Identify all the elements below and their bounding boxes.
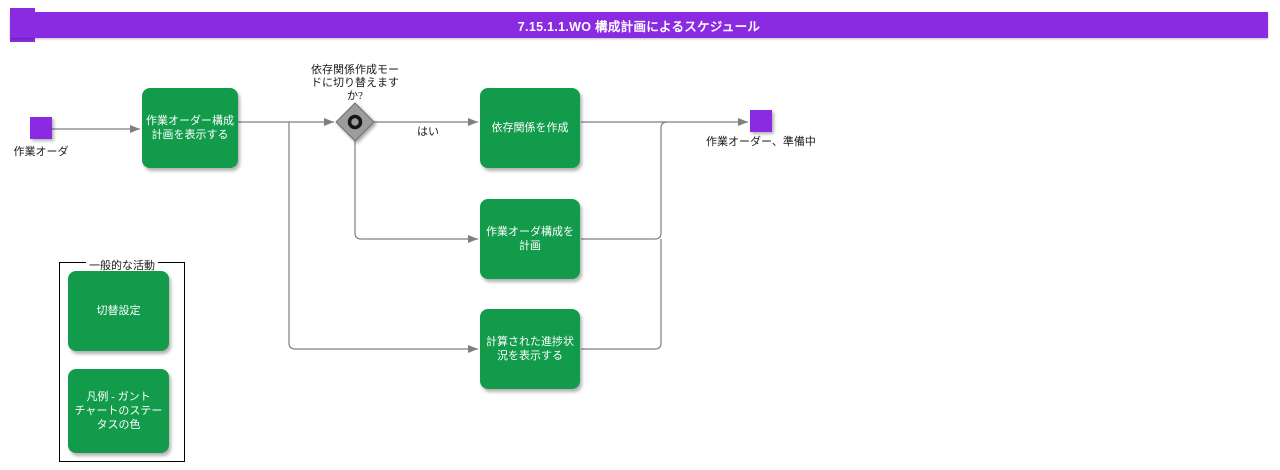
connector-show-progress-to-merge	[581, 239, 662, 350]
task-show-wo-config-plan-label: 作業オーダー構成 計画を表示する	[146, 115, 234, 141]
legend-item-switch-settings[interactable]: 切替設定	[68, 271, 169, 351]
task-show-wo-config-plan[interactable]: 作業オーダー構成 計画を表示する	[142, 88, 238, 168]
connector-gateway-to-plan-config	[354, 141, 478, 243]
gateway-question-label: 依存関係作成モー ドに切り替えます か?	[311, 64, 399, 102]
gateway-switch-mode[interactable]	[335, 102, 375, 142]
task-create-dependencies-label: 依存関係を作成	[491, 122, 569, 134]
legend-title: 一般的な活動	[60, 256, 184, 274]
connector-plan-config-to-merge	[581, 121, 668, 240]
legend-item-gantt-status-colors[interactable]: 凡例 - ガント チャートのステー タスの色	[68, 369, 169, 453]
legend-item-gantt-status-colors-label: 凡例 - ガント チャートのステー タスの色	[74, 391, 163, 431]
connector-split-to-show-progress	[288, 122, 478, 353]
task-show-calculated-progress-label: 計算された進捗状 況を表示する	[486, 336, 574, 362]
gateway-yes-label: はい	[417, 126, 439, 138]
start-event[interactable]	[30, 117, 52, 139]
page-title: 7.15.1.1.WO 構成計画によるスケジュール	[517, 19, 761, 34]
legend-box: 一般的な活動 切替設定 凡例 - ガント チャートのステー タスの色	[59, 260, 185, 462]
task-plan-wo-config[interactable]: 作業オーダ構成を 計画	[480, 199, 580, 279]
gateway-circle-icon	[347, 114, 363, 130]
task-show-calculated-progress[interactable]: 計算された進捗状 況を表示する	[480, 309, 580, 389]
task-plan-wo-config-label: 作業オーダ構成を 計画	[486, 226, 574, 252]
start-event-label: 作業オーダ	[13, 146, 69, 158]
legend-item-switch-settings-label: 切替設定	[96, 305, 141, 317]
end-event[interactable]	[750, 110, 772, 132]
task-create-dependencies[interactable]: 依存関係を作成	[480, 88, 580, 168]
legend-title-text: 一般的な活動	[86, 260, 158, 272]
end-event-label: 作業オーダー、準備中	[706, 136, 816, 148]
diagram-title-banner: 7.15.1.1.WO 構成計画によるスケジュール	[10, 12, 1268, 38]
